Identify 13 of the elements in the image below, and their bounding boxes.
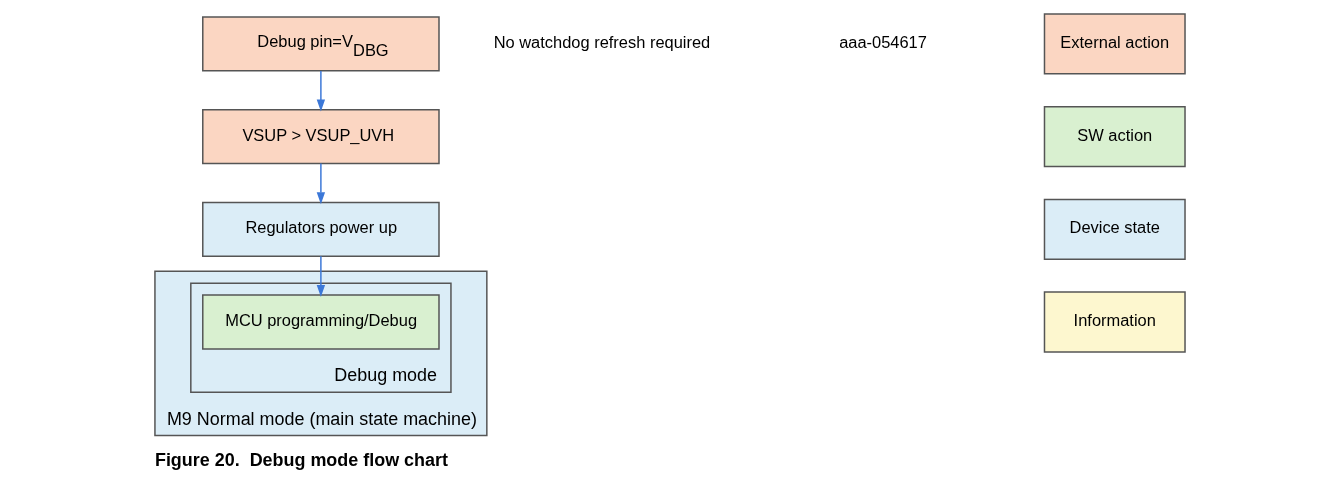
legend-label: SW action	[1077, 125, 1153, 144]
arrow	[316, 70, 326, 112]
legend-label: Information	[1073, 311, 1156, 330]
node-box: VSUP > VSUP_UVH	[202, 108, 440, 165]
node-box: Regulators power up	[202, 201, 440, 257]
node-box: MCU programming/Debug	[202, 294, 440, 350]
label: No watchdog refresh required	[493, 33, 711, 52]
arrow	[316, 162, 326, 205]
arrow	[316, 255, 326, 297]
legend-label: Device state	[1069, 218, 1160, 237]
label: aaa-054617	[839, 33, 927, 52]
caption: Figure 20. Debug mode flow chart	[154, 450, 448, 471]
legend-label: External action	[1060, 33, 1170, 52]
